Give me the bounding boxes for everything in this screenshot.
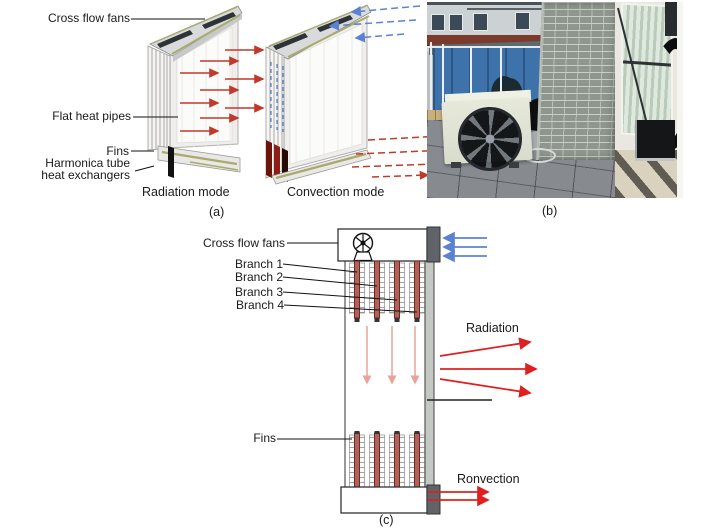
radiation-mode-diagram xyxy=(131,5,265,178)
upper-branch-tubes xyxy=(349,260,425,322)
convection-arrows xyxy=(428,485,490,507)
cool-air-intake-arrows xyxy=(328,5,421,43)
cross-flow-fan-slab xyxy=(265,4,372,60)
roof-pipe xyxy=(467,8,597,10)
label-cross-flow-fans: Cross flow fans xyxy=(47,11,130,25)
harmonica-tube-heat-exchanger-slab xyxy=(157,145,241,178)
fan-header-box xyxy=(337,226,441,263)
radiation-heat-arrows xyxy=(180,45,265,136)
label-flat-heat-pipes: Flat heat pipes xyxy=(52,109,131,123)
railing-post xyxy=(430,42,432,122)
panel-c-tag: (c) xyxy=(379,513,394,527)
dark-equipment-top xyxy=(665,2,677,36)
radiation-arrows xyxy=(439,337,538,398)
equipment-box xyxy=(635,120,675,161)
label-harmonica-tube: Harmonica tube xyxy=(45,156,130,170)
label-branch-1: Branch 1 xyxy=(234,257,283,271)
label-heat-exchangers: heat exchangers xyxy=(41,168,130,182)
bright-wall-edge xyxy=(677,2,683,198)
ac-foot xyxy=(451,162,461,168)
railing-post xyxy=(470,46,472,122)
label-cross-flow-fans-c: Cross flow fans xyxy=(202,236,285,250)
panel-left-fin-stack xyxy=(147,45,171,151)
end-cap xyxy=(426,226,441,263)
cross-flow-fan-slab xyxy=(149,5,243,62)
panel-b-tag: (b) xyxy=(542,204,558,218)
internal-flow-arrows xyxy=(362,326,420,385)
intake-air-arrows xyxy=(442,231,487,263)
fan-icon xyxy=(352,232,374,262)
ac-outdoor-unit xyxy=(441,89,537,173)
installation-photo xyxy=(427,2,683,198)
ac-foot xyxy=(509,162,519,168)
glass-door-section xyxy=(615,2,683,198)
panel-a-tag: (a) xyxy=(209,205,225,219)
label-branch-2: Branch 2 xyxy=(234,270,283,284)
panel-right-edge-bar xyxy=(424,260,435,489)
label-branch-3: Branch 3 xyxy=(234,285,283,299)
caption-convection-mode: Convection mode xyxy=(287,185,385,199)
panel-c-schematic xyxy=(277,226,538,515)
harmonica-tube-heat-exchanger-slab xyxy=(271,149,372,185)
railing-post xyxy=(500,47,502,121)
panel-c-pointer-lines xyxy=(277,242,418,440)
label-convection: Ronvection xyxy=(457,472,520,486)
indoor-floor-shadows xyxy=(615,150,683,198)
label-fins-c: Fins xyxy=(253,431,276,445)
panel-a-pointer-lines xyxy=(131,18,205,172)
roof-railing xyxy=(427,2,619,5)
bottom-header-box xyxy=(340,484,441,515)
label-radiation: Radiation xyxy=(466,321,519,335)
label-branch-4: Branch 4 xyxy=(235,298,284,312)
caption-radiation-mode: Radiation mode xyxy=(142,185,230,199)
label-fins: Fins xyxy=(106,144,129,158)
brick-wall xyxy=(536,2,624,160)
convection-mode-diagram xyxy=(265,4,450,185)
railing-post xyxy=(442,44,444,122)
railing-top xyxy=(427,46,545,48)
